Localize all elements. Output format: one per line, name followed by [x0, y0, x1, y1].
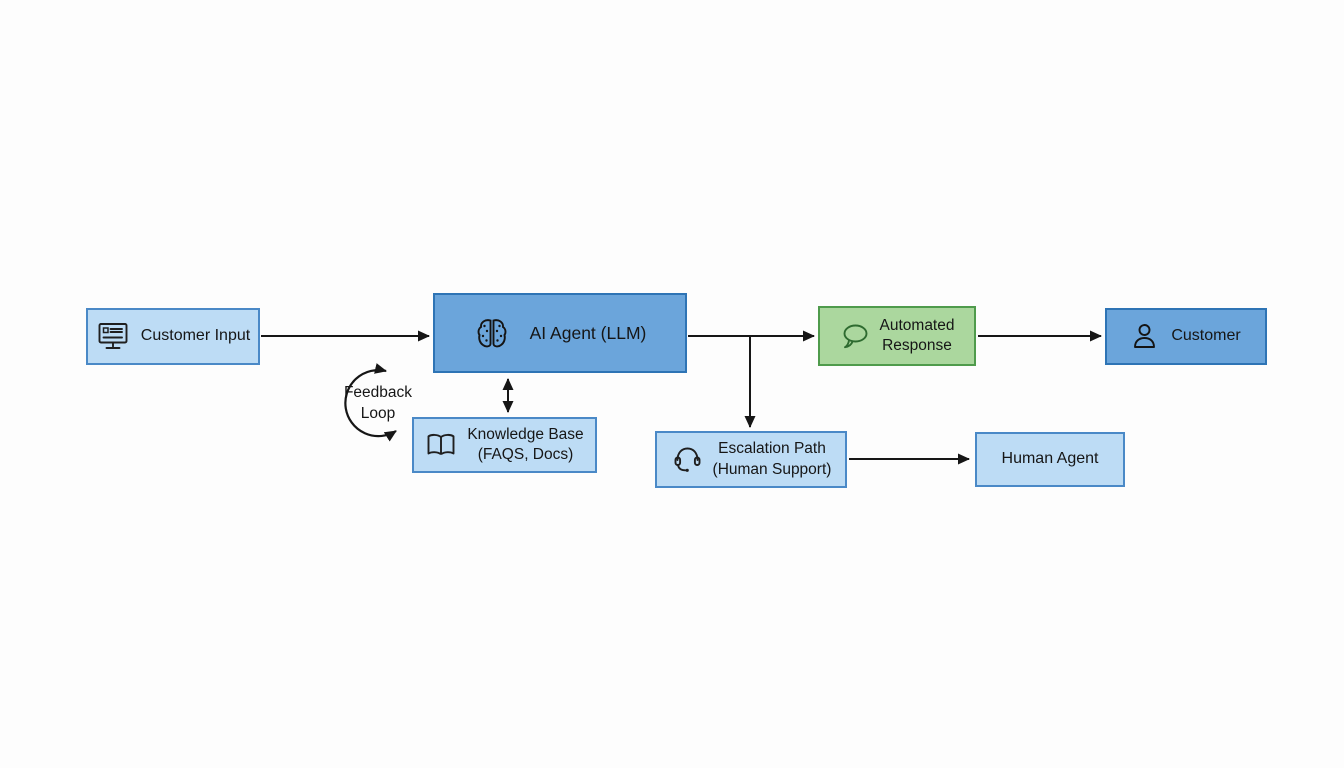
node-label: AI Agent (LLM): [529, 322, 647, 343]
node-label: Customer Input: [140, 327, 251, 345]
node-knowledge-base: Knowledge Base (FAQS, Docs): [412, 417, 597, 473]
headset-icon: [674, 447, 700, 472]
node-human-agent: Human Agent: [975, 432, 1125, 487]
speech-bubble-icon: [843, 324, 867, 348]
node-escalation-path: Escalation Path (Human Support): [655, 431, 847, 488]
person-icon: [1134, 324, 1156, 348]
node-customer-input: Customer Input: [86, 308, 260, 365]
node-automated-response: Automated Response: [818, 306, 976, 366]
node-label: Human Agent: [1001, 450, 1099, 468]
monitor-list-icon: [98, 323, 128, 349]
book-icon: [427, 433, 455, 455]
node-label: Knowledge Base (FAQS, Docs): [467, 425, 584, 463]
feedback-loop-label: Feedback Loop: [343, 384, 413, 422]
node-ai-agent: AI Agent (LLM): [433, 293, 687, 373]
brain-icon: [477, 318, 507, 347]
node-customer: Customer: [1105, 308, 1267, 365]
node-label: Automated Response: [879, 316, 955, 354]
node-label: Escalation Path (Human Support): [712, 440, 832, 478]
node-label: Customer: [1171, 327, 1241, 345]
